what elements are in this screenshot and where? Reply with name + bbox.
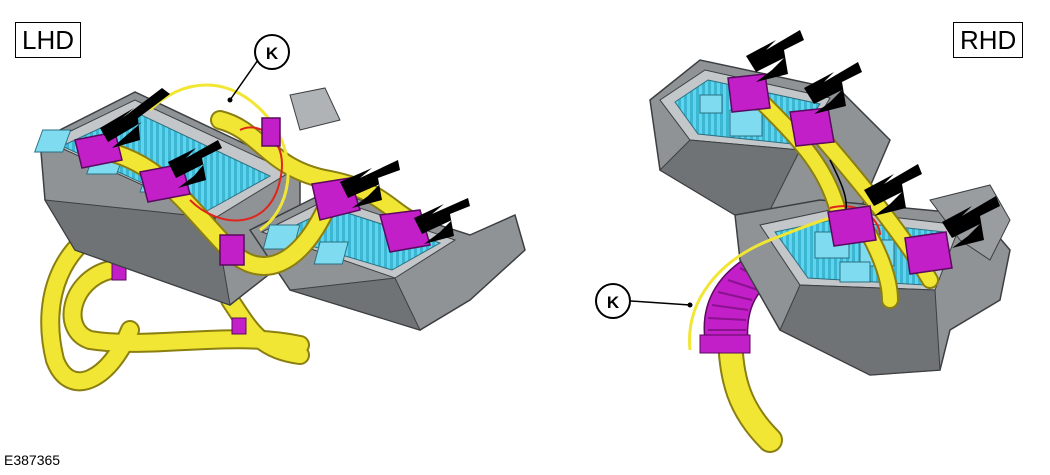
rhd-callout-leader	[630, 300, 691, 306]
arrow-icon	[340, 160, 400, 208]
arrow-icon	[414, 198, 470, 244]
rhd-connectors	[727, 73, 953, 275]
lhd-callout-leader	[229, 59, 259, 101]
arrow-icon	[100, 88, 170, 148]
arrow-icon	[804, 62, 862, 114]
lhd-label: LHD	[15, 22, 82, 58]
lhd-assembly	[33, 59, 526, 392]
figure-id: E387365	[4, 452, 61, 468]
rhd-assembly	[630, 30, 1011, 453]
arrow-icon	[746, 30, 804, 82]
callout-k-lhd: K	[254, 34, 290, 70]
arrow-icon	[168, 140, 222, 188]
callout-k-rhd: K	[595, 283, 631, 319]
rhd-label: RHD	[953, 22, 1024, 58]
arrow-icon	[864, 164, 922, 216]
arrow-icon	[942, 196, 1000, 248]
